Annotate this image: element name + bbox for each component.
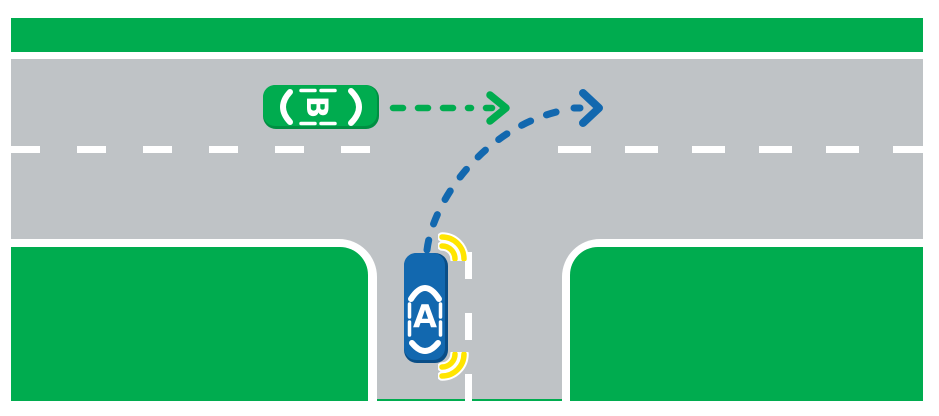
car-b-body [263,85,377,126]
grass-bottom-right [570,247,923,401]
car-a-label: A [413,299,437,335]
grass-bottom-left [11,247,368,401]
side-road-center-dashed-line [465,252,472,401]
car-b-windshield [348,88,362,126]
main-road-center-dashed-line-east [558,146,923,153]
car-a: A [404,253,448,363]
car-a-body [404,253,445,360]
car-a-rear-window [409,340,441,354]
grass-verge-top [11,18,923,52]
car-b-label: B [300,96,334,118]
car-b-rear-window [280,89,293,125]
main-road-center-dashed-line-west [11,146,371,153]
turn-signal-rear-right-icon [438,352,469,381]
car-b: B [263,85,379,129]
turn-signal-front-right-icon [438,232,469,261]
car-a-windshield [408,285,442,302]
